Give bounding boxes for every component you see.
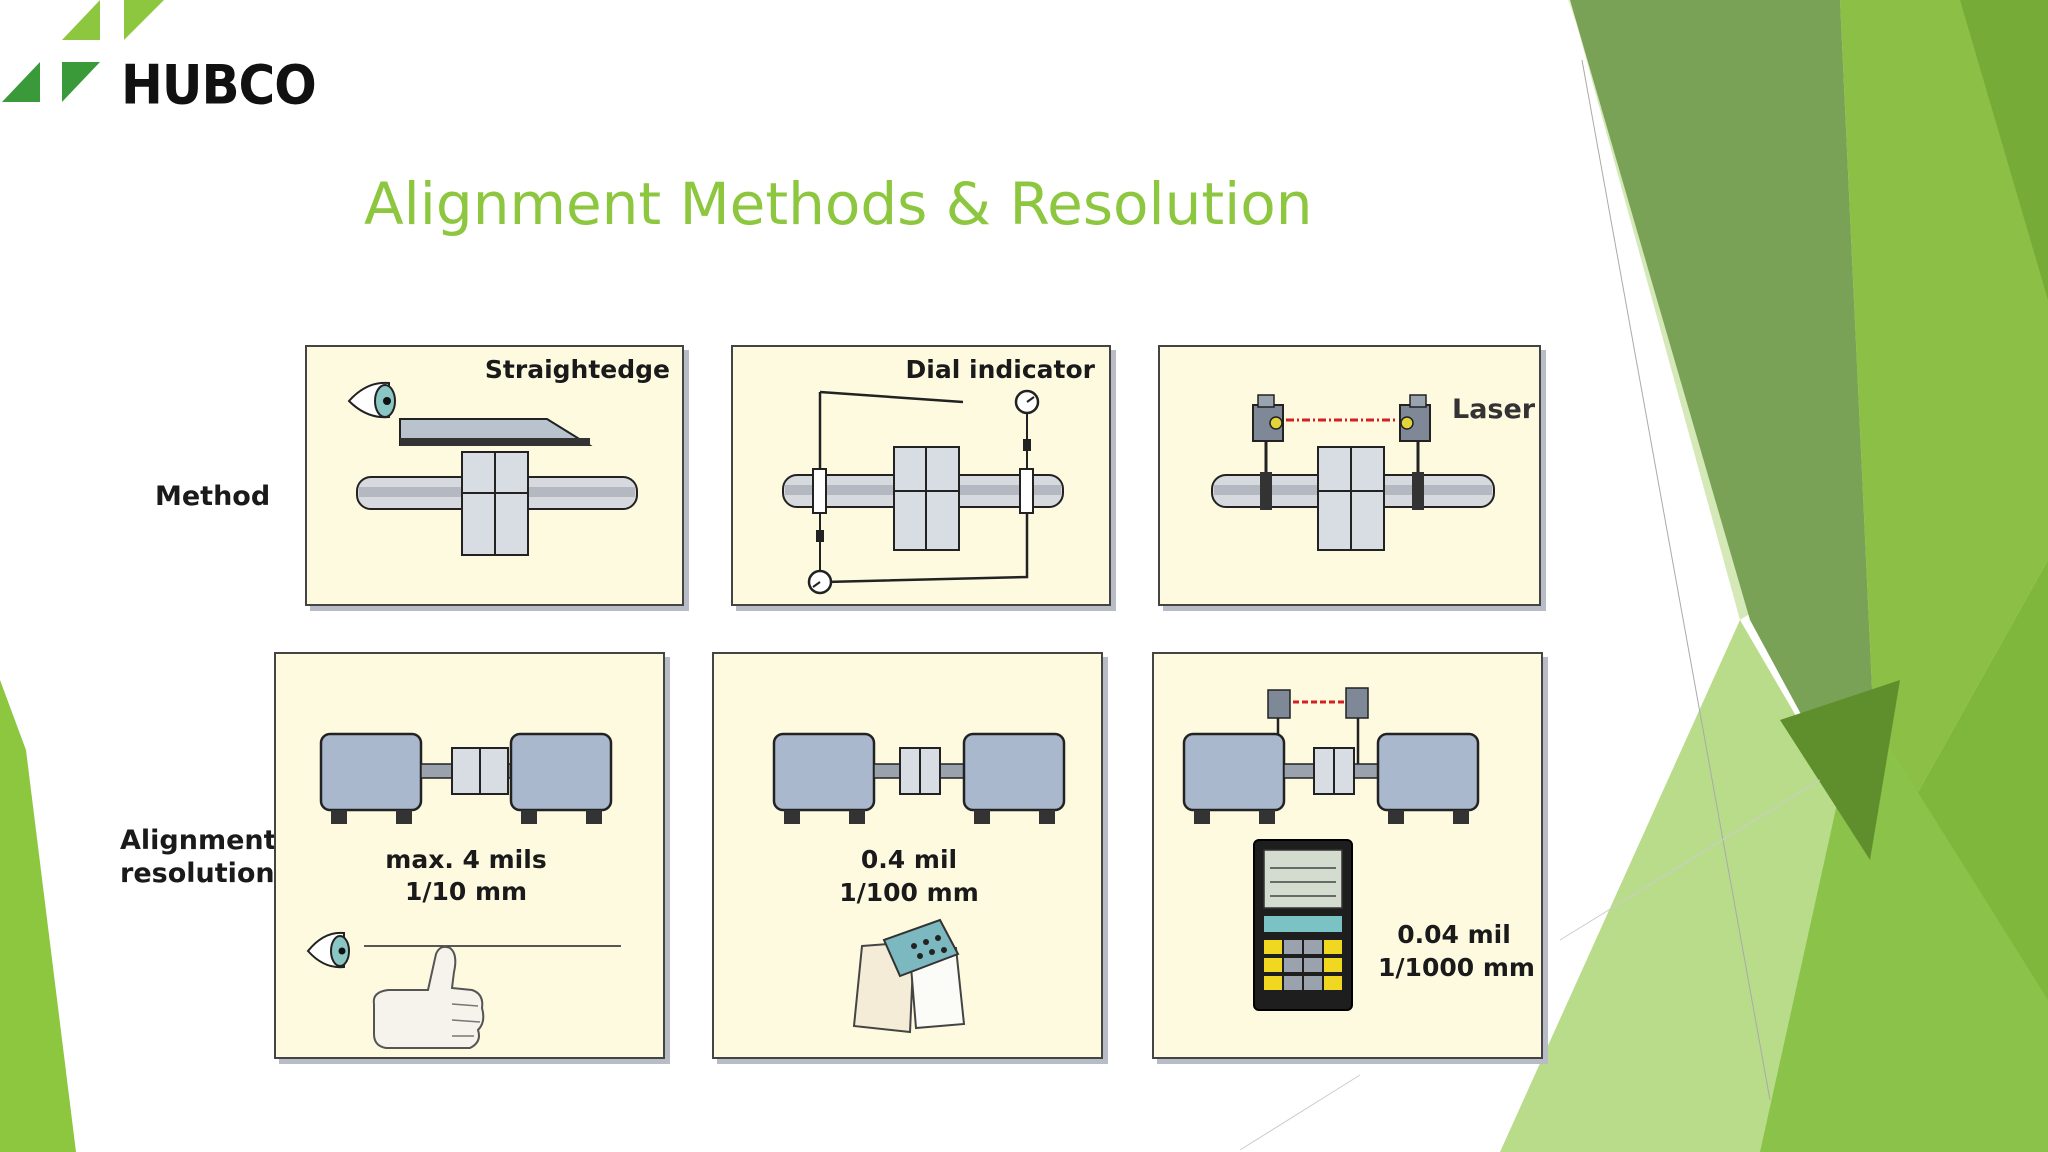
resolution-value-1-line2: 1/10 mm [404,877,528,906]
motor-right-icon [1376,732,1480,824]
notepad-calculator-icon [852,918,966,1034]
motor-left-icon [1182,732,1286,824]
resolution-value-2-line1: 0.4 mil [860,845,958,874]
resolution-value-2-line2: 1/100 mm [839,878,979,907]
alignment-device-icon [1253,839,1353,1011]
method-panel-straightedge: Straightedge [305,345,684,606]
thumbs-up-hand-icon [372,945,485,1049]
motor-right-icon [509,732,613,824]
row-label-method: Method [155,481,271,512]
resolution-panel-laser: 0.04 mil 1/1000 mm [1152,652,1543,1059]
dial-indicator-diagram [782,389,1064,595]
resolution-value-3-line1: 0.04 mil [1397,920,1511,949]
laser-diagram [1211,394,1495,551]
straightedge-resolution-diagram [306,732,621,1049]
hubco-logo-mark [2,0,164,102]
motor-right-icon [962,732,1066,824]
resolution-value-1-line1: max. 4 mils [385,845,547,874]
dial-indicator-resolution-diagram [772,732,1066,1034]
eye-icon [347,381,396,419]
laser-resolution-diagram [1182,687,1480,1011]
motor-left-icon [319,732,423,824]
method-panel-laser: Laser [1158,345,1541,606]
brand-name: HUBCO [121,54,317,117]
motor-left-icon [772,732,876,824]
resolution-panel-straightedge: max. 4 mils 1/10 mm [274,652,665,1059]
row-label-resolution-line1: Alignment [120,825,277,856]
laser-head-right-icon [1345,687,1369,774]
eye-icon [306,931,350,969]
method-label-dial-indicator: Dial indicator [905,355,1095,384]
method-label-laser: Laser [1452,394,1536,425]
resolution-value-3-line2: 1/1000 mm [1378,953,1535,982]
method-panel-dial-indicator: Dial indicator [731,345,1111,606]
resolution-panel-dial-indicator: 0.4 mil 1/100 mm [712,652,1103,1059]
slide-title: Alignment Methods & Resolution [364,170,1313,238]
method-label-straightedge: Straightedge [484,355,670,384]
row-label-resolution-line2: resolution [120,858,275,889]
laser-head-right-icon [1399,394,1431,497]
straightedge-diagram [347,381,638,556]
